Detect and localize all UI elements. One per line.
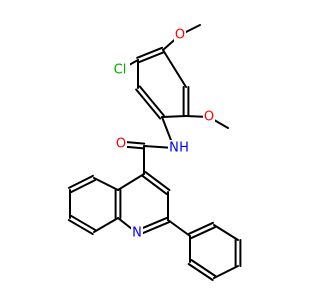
bond-q2-nq [136, 221, 170, 237]
bond-q4-q3 [141, 174, 168, 195]
svg-text:Cl: Cl [114, 63, 127, 78]
amide-hydrogen: H [179, 141, 189, 156]
bond-p2-p3 [213, 224, 239, 241]
bond-q2-p1 [167, 219, 191, 237]
bond-c3-c2 [138, 85, 165, 117]
bond-q8-q8a [93, 217, 119, 233]
carbonyl-oxygen: O [115, 136, 127, 152]
bond-c5-c4 [136, 46, 164, 59]
bond-p1-p2 [188, 221, 215, 235]
methoxy-oxygen-right: O [203, 109, 215, 125]
bond-q5-q6 [70, 179, 97, 194]
bond-q7-q8 [70, 214, 97, 231]
bond-layer [67, 24, 242, 281]
svg-text:N: N [132, 226, 142, 241]
bond-p1-p2 [189, 226, 216, 240]
bond-q5-q6 [67, 174, 94, 189]
amide-nitrogen: N H [168, 140, 192, 156]
bond-c3-c2 [135, 88, 162, 120]
svg-text:N: N [169, 141, 179, 156]
bond-p5-p6 [190, 259, 217, 278]
svg-text:O: O [204, 110, 214, 125]
molecule-structure: O Cl O O N H N [67, 24, 242, 281]
bond-p4-p5 [213, 265, 239, 279]
bond-q4-q3 [144, 171, 171, 192]
atom-label-layer: O Cl O O N H N [112, 27, 215, 241]
svg-text:O: O [175, 28, 185, 43]
bond-c5-c6 [162, 49, 187, 88]
bond-q4a-q5 [93, 177, 119, 191]
methoxy-oxygen-top: O [174, 27, 186, 43]
quinoline-nitrogen: N [131, 225, 143, 241]
bond-p5-p6 [187, 262, 214, 281]
svg-text:O: O [116, 137, 126, 152]
bond-c5-c4 [137, 51, 165, 64]
chlorine-atom: Cl [112, 62, 130, 78]
bond-q7-q8 [67, 219, 94, 236]
bond-q4-q4a [117, 173, 145, 191]
bond-c1-c2 [161, 115, 187, 118]
